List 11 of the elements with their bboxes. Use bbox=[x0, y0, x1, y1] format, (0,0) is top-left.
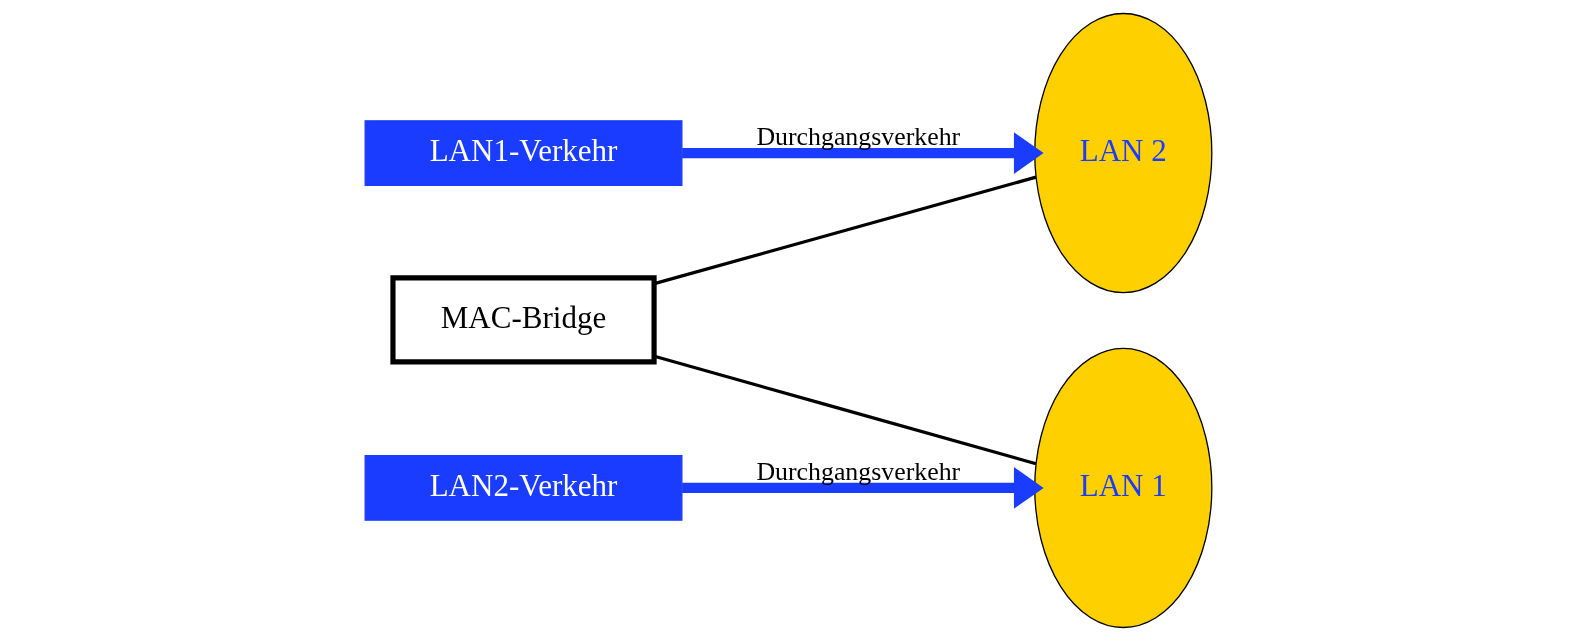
arrow bbox=[682, 467, 1044, 509]
node-box: MAC-Bridge bbox=[390, 275, 657, 365]
connector bbox=[653, 175, 1037, 286]
node-box: LAN1-Verkehr bbox=[364, 120, 683, 187]
node-ellipse: LAN 1 bbox=[1034, 347, 1213, 629]
node-ellipse: LAN 2 bbox=[1034, 12, 1213, 294]
arrow bbox=[682, 132, 1044, 174]
node-box: LAN2-Verkehr bbox=[364, 454, 683, 521]
connector bbox=[653, 354, 1037, 466]
edge-label: Durchgangsverkehr bbox=[756, 122, 961, 152]
edge-label: Durchgangsverkehr bbox=[756, 457, 961, 487]
